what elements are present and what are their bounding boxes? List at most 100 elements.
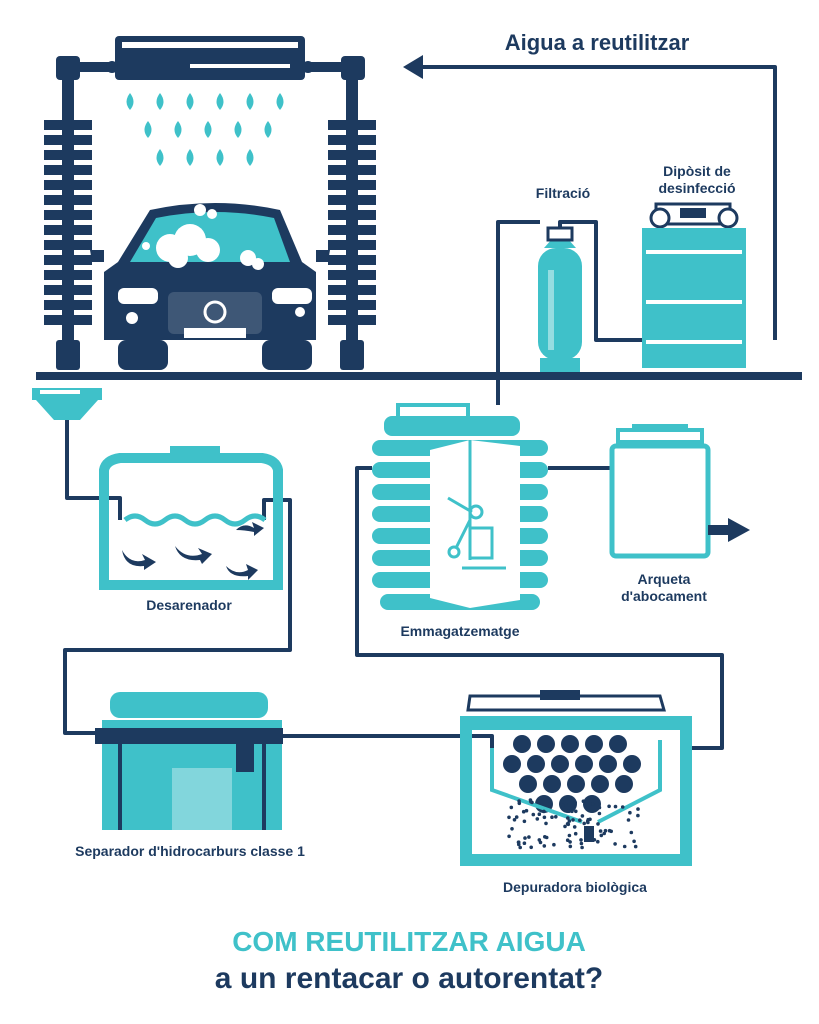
- sludge-particle: [582, 821, 586, 826]
- sludge-particle: [598, 829, 603, 833]
- reuse-arrow-label: Aigua a reutilitzar: [505, 30, 690, 55]
- water-drop-icon: [216, 149, 224, 166]
- sludge-particle: [628, 810, 632, 815]
- sludge-particle: [537, 838, 542, 842]
- reuse-arrow-head-icon: [403, 55, 423, 79]
- sludge-particle: [507, 815, 511, 820]
- media-ball: [567, 775, 585, 793]
- hydrocarbon-separator-icon: [95, 692, 283, 830]
- water-drop-icon: [264, 121, 272, 138]
- sludge-particle: [622, 844, 627, 849]
- discharge-label-line2: d'abocament: [621, 588, 707, 604]
- bio-treatment-label: Depuradora biològica: [503, 879, 647, 895]
- title-line2: a un rentacar o autorentat?: [215, 962, 603, 995]
- media-ball: [615, 775, 633, 793]
- media-ball: [561, 735, 579, 753]
- sludge-particle: [572, 825, 577, 829]
- sludge-particle: [527, 835, 531, 839]
- sludge-particle: [586, 820, 590, 825]
- sludge-particle: [568, 840, 572, 844]
- disinfection-label-line1: Dipòsit de: [663, 163, 731, 179]
- sludge-particle: [568, 844, 573, 849]
- sludge-particle: [554, 815, 558, 819]
- water-drop-icon: [186, 149, 194, 166]
- sludge-particle: [636, 807, 640, 811]
- sludge-particle: [566, 809, 571, 813]
- water-drop-icon: [156, 93, 164, 110]
- sludge-particle: [535, 817, 540, 821]
- sludge-particle: [626, 818, 631, 822]
- flow-arrow-icon: [728, 518, 750, 542]
- sludge-particle: [607, 828, 612, 833]
- disinfection-tank-icon: [642, 202, 746, 368]
- sludge-particle: [596, 822, 600, 826]
- sludge-particle: [524, 808, 529, 813]
- sludge-particle: [512, 818, 517, 822]
- sludge-particle: [507, 834, 511, 839]
- bio-to-storage-pipe: [355, 466, 724, 750]
- media-ball: [513, 735, 531, 753]
- water-drop-icon: [186, 93, 194, 110]
- sludge-particle: [552, 842, 556, 847]
- water-drop-icon: [246, 93, 254, 110]
- sludge-particle: [633, 844, 638, 849]
- car-wash-icon: [44, 36, 376, 370]
- sludge-particle: [636, 813, 640, 818]
- media-ball: [527, 755, 545, 773]
- sludge-particle: [517, 801, 522, 806]
- water-drop-icon: [174, 121, 182, 138]
- sludge-particle: [523, 836, 527, 840]
- filtration-label: Filtració: [536, 185, 590, 201]
- sludge-particle: [595, 801, 600, 806]
- sludge-particle: [529, 845, 533, 850]
- sand-trap-label: Desarenador: [146, 597, 232, 613]
- sludge-particle: [531, 812, 536, 817]
- sludge-particle: [528, 798, 533, 802]
- sludge-particle: [597, 805, 602, 810]
- sludge-particle: [561, 803, 565, 807]
- sludge-particle: [573, 800, 577, 805]
- media-ball: [599, 755, 617, 773]
- drain-to-sandtrap-pipe: [65, 420, 122, 520]
- separator-to-bio-pipe: [283, 734, 494, 748]
- sludge-particle: [509, 805, 514, 810]
- sludge-particle: [567, 819, 572, 823]
- sandtrap-to-separator-pipe: [63, 498, 292, 735]
- media-ball: [623, 755, 641, 773]
- media-ball: [585, 735, 603, 753]
- storage-to-filter-pipe: [496, 220, 540, 405]
- media-ball: [551, 755, 569, 773]
- filter-tank-icon: [538, 226, 582, 372]
- sludge-particle: [579, 838, 583, 842]
- sludge-particle: [566, 816, 570, 820]
- water-drop-icon: [126, 93, 284, 166]
- discharge-label-line1: Arqueta: [638, 571, 691, 587]
- sludge-particle: [602, 831, 606, 836]
- sludge-particle: [597, 811, 602, 816]
- sludge-particle: [516, 840, 521, 845]
- media-ball: [537, 735, 555, 753]
- drain-funnel-icon: [32, 388, 102, 420]
- water-drop-icon: [126, 93, 134, 110]
- media-ball: [519, 775, 537, 793]
- storage-tank-icon: [372, 403, 548, 610]
- sludge-particle: [613, 842, 617, 846]
- water-drop-icon: [276, 93, 284, 110]
- sludge-particle: [581, 799, 586, 803]
- sludge-particle: [542, 844, 547, 848]
- sludge-particle: [522, 819, 527, 824]
- sludge-particle: [537, 812, 542, 816]
- water-drop-icon: [156, 149, 164, 166]
- sludge-particle: [591, 802, 595, 806]
- sludge-particle: [578, 818, 582, 822]
- sludge-particle: [567, 833, 572, 838]
- sludge-particle: [570, 809, 574, 814]
- sludge-particle: [580, 845, 584, 850]
- water-drop-icon: [234, 121, 242, 138]
- sludge-particle: [565, 822, 570, 826]
- media-ball: [609, 735, 627, 753]
- sludge-particle: [542, 809, 546, 814]
- sludge-particle: [580, 814, 585, 818]
- storage-label: Emmagatzematge: [400, 623, 519, 639]
- media-ball: [543, 775, 561, 793]
